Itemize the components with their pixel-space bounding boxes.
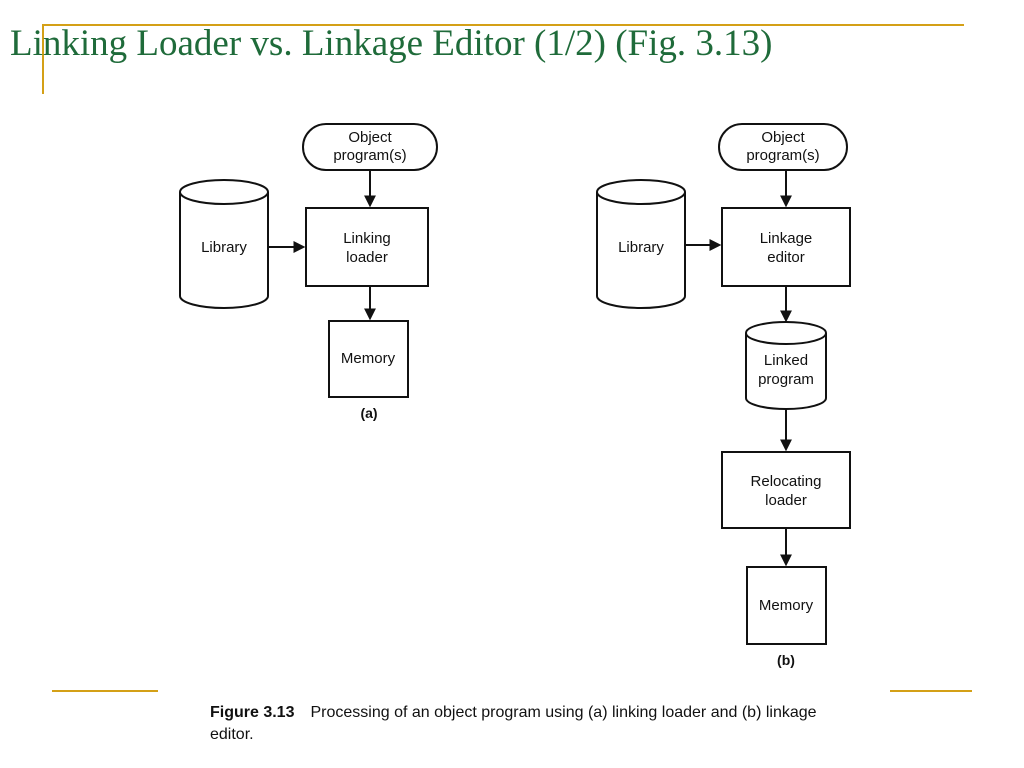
b-library-text: Library — [618, 239, 664, 256]
b-object-programs-terminal — [718, 123, 848, 171]
b-memory-text: Memory — [759, 597, 814, 614]
footer-left-rule — [52, 690, 158, 692]
a-linking-loader-box — [305, 207, 429, 287]
a-library-text: Library — [201, 239, 247, 256]
a-memory-box — [328, 320, 409, 398]
a-library-cylinder — [179, 179, 269, 309]
title-left-rule — [42, 24, 44, 94]
a-linking-loader-text-1: Linking — [343, 230, 391, 247]
b-linked-program-text-1: Linked — [764, 352, 808, 369]
b-object-programs-text-1: Object — [761, 129, 805, 146]
b-memory-box — [746, 566, 827, 645]
figure-number: Figure 3.13 — [210, 704, 295, 721]
b-linkage-editor-box — [721, 207, 851, 287]
b-library-cylinder — [596, 179, 686, 309]
a-linking-loader-text-2: loader — [346, 249, 388, 266]
b-figure-label: (b) — [777, 652, 795, 668]
b-linkage-editor-text-2: editor — [767, 249, 805, 266]
b-relocating-loader-text-1: Relocating — [751, 473, 822, 490]
a-object-programs-text-2: program(s) — [333, 147, 406, 164]
b-relocating-loader-text-2: loader — [765, 492, 807, 509]
b-linkage-editor-text-1: Linkage — [760, 230, 813, 247]
b-relocating-loader-box — [721, 451, 851, 529]
b-linked-program-text-2: program — [758, 371, 814, 388]
figure-diagram: Object program(s) Linking loader Library… — [179, 123, 851, 668]
figure-caption-text: Processing of an object program using (a… — [210, 704, 817, 743]
a-object-programs-text-1: Object — [348, 129, 392, 146]
a-memory-text: Memory — [341, 350, 396, 367]
b-object-programs-text-2: program(s) — [746, 147, 819, 164]
title-top-rule — [42, 24, 964, 26]
slide-title: Linking Loader vs. Linkage Editor (1/2) … — [10, 23, 773, 64]
a-figure-label: (a) — [360, 405, 377, 421]
footer-right-rule — [890, 690, 972, 692]
